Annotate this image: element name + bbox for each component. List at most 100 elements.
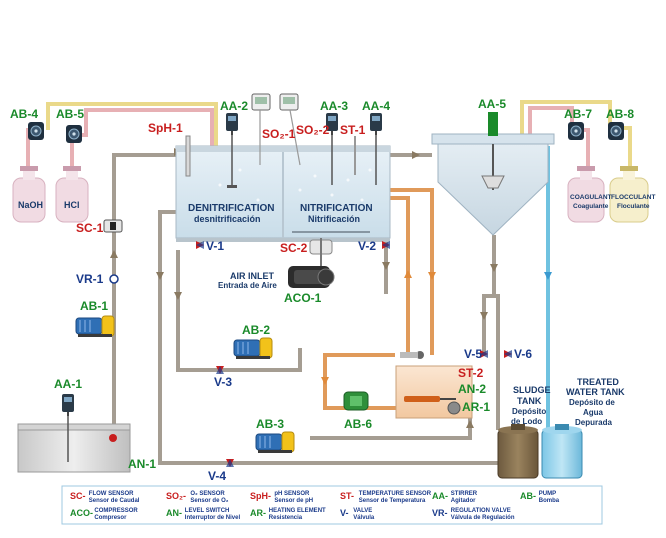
aa2-stirrer-icon[interactable] <box>226 113 238 135</box>
coagulant-bottle <box>567 166 605 223</box>
legend-text-en: COMPRESSOR <box>94 508 138 514</box>
v5-valve-icon[interactable] <box>480 350 488 358</box>
aa5-stirrer-icon[interactable] <box>488 112 498 136</box>
legend-text-en: REGULATION VALVE <box>451 508 511 514</box>
legend-text-es: Sensor de pH <box>274 498 313 504</box>
clarifier <box>431 133 555 236</box>
ab2-pump-icon[interactable] <box>233 337 273 360</box>
aa3-tag: AA-3 <box>320 99 348 113</box>
treated-water-tank <box>541 424 583 479</box>
legend-text-en: TEMPERATURE SENSOR <box>359 491 432 497</box>
air-inlet-label: AIR INLET <box>230 271 275 281</box>
ab2-tag: AB-2 <box>242 323 270 337</box>
st1-tag: ST-1 <box>340 123 366 137</box>
v1-valve-icon[interactable] <box>196 241 204 249</box>
legend-text-es: Válvula <box>353 515 375 521</box>
treated-label-4: Agua <box>583 408 604 417</box>
aa4-tag: AA-4 <box>362 99 390 113</box>
legend-text-en: STIRRER <box>451 491 478 497</box>
ab4-pump-icon[interactable] <box>27 121 45 141</box>
sc1-tag: SC-1 <box>76 221 104 235</box>
so2-1-meter-icon[interactable] <box>251 93 271 111</box>
v3-valve-icon[interactable] <box>216 366 224 374</box>
ab7-pump-icon[interactable] <box>567 121 585 141</box>
flow-arrows <box>110 148 498 428</box>
ab1-tag: AB-1 <box>80 299 108 313</box>
nitrification-label: NITRIFICATION <box>300 203 373 214</box>
ab3-pump-icon[interactable] <box>255 431 295 454</box>
v6-valve-icon[interactable] <box>504 350 512 358</box>
legend-code: SO₂- <box>166 491 186 501</box>
legend-code: AB- <box>520 491 536 501</box>
entrada-aire-label: Entrada de Aire <box>218 281 277 290</box>
legend-text-en: VALVE <box>353 508 372 514</box>
ar1-heater-icon[interactable] <box>447 401 461 415</box>
aa5-tag: AA-5 <box>478 97 506 111</box>
sludge-label-4: de Lodo <box>511 417 542 426</box>
denitrification-label: DENITRIFICATION <box>188 203 274 214</box>
sc2-flowmeter-icon[interactable] <box>309 238 333 268</box>
ab5-pump-icon[interactable] <box>65 124 83 144</box>
naoh-label: NaOH <box>18 200 43 210</box>
ab8-pump-icon[interactable] <box>607 121 625 141</box>
floculante-label: Floculante <box>617 203 650 210</box>
treated-arrow <box>544 272 552 280</box>
vr1-valve-icon[interactable] <box>109 274 119 284</box>
flocculant-label: FLOCCULANT <box>611 194 655 201</box>
legend-code: AR- <box>250 508 266 518</box>
st2-tag: ST-2 <box>458 366 484 380</box>
treated-label-3: Depósito de <box>569 398 615 407</box>
naoh-bottle <box>12 166 46 223</box>
v4-valve-icon[interactable] <box>226 459 234 467</box>
legend-text-es: Bomba <box>539 498 560 504</box>
feed-tank <box>17 423 131 473</box>
aco1-compressor-icon[interactable] <box>288 266 335 288</box>
legend-text-es: Sensor de Temperatura <box>359 498 426 504</box>
legend-text-es: Sensor de Caudal <box>89 498 140 504</box>
legend-code: V- <box>340 508 349 518</box>
ab6-tag: AB-6 <box>344 417 372 431</box>
pipe-recirc-left <box>158 210 498 465</box>
so2-2-meter-icon[interactable] <box>279 93 299 111</box>
legend-code: AN- <box>166 508 182 518</box>
aco1-tag: ACO-1 <box>284 291 322 305</box>
an1-tag: AN-1 <box>128 457 156 471</box>
ab7-tag: AB-7 <box>564 107 592 121</box>
aa2-tag: AA-2 <box>220 99 248 113</box>
legend-text-es: Interruptor de Nivel <box>185 515 241 521</box>
aa1-tag: AA-1 <box>54 377 82 391</box>
legend-text-en: O₂ SENSOR <box>190 491 225 497</box>
treated-label-2: WATER TANK <box>566 387 625 397</box>
nitrificacion-label: Nitrificación <box>308 214 360 224</box>
heat-arrows <box>321 270 436 385</box>
v2-valve-icon[interactable] <box>382 241 390 249</box>
st2-probe-icon[interactable] <box>400 351 424 359</box>
v6-tag: V-6 <box>514 347 532 361</box>
treated-label-5: Depurada <box>575 418 612 427</box>
sph1-probe-icon[interactable] <box>185 135 191 177</box>
sludge-label-1: SLUDGE <box>513 385 551 395</box>
pipe-heating-right <box>372 188 434 355</box>
v2-tag: V-2 <box>358 239 376 253</box>
pipe-v5-left <box>482 294 494 354</box>
ab6-pump-icon[interactable] <box>343 391 369 411</box>
ab1-pump-icon[interactable] <box>75 315 115 338</box>
v1-tag: V-1 <box>206 239 224 253</box>
ab5-tag: AB-5 <box>56 107 84 121</box>
legend-code: ST- <box>340 491 354 501</box>
aa4-stirrer-icon[interactable] <box>370 113 382 135</box>
legend-code: AA- <box>432 491 448 501</box>
ab3-tag: AB-3 <box>256 417 284 431</box>
sludge-label-2: TANK <box>517 396 542 406</box>
ar1-tag: AR-1 <box>462 400 490 414</box>
v4-tag: V-4 <box>208 469 226 483</box>
aa1-stirrer-icon[interactable] <box>62 394 74 416</box>
coagulant-label: COAGULANT <box>570 194 612 201</box>
so2-1-tag: SO₂-1 <box>262 127 296 141</box>
legend-text-es: Compresor <box>94 515 127 521</box>
pipe-feed-up <box>112 153 176 428</box>
legend-code: VR- <box>432 508 448 518</box>
ab4-tag: AB-4 <box>10 107 38 121</box>
